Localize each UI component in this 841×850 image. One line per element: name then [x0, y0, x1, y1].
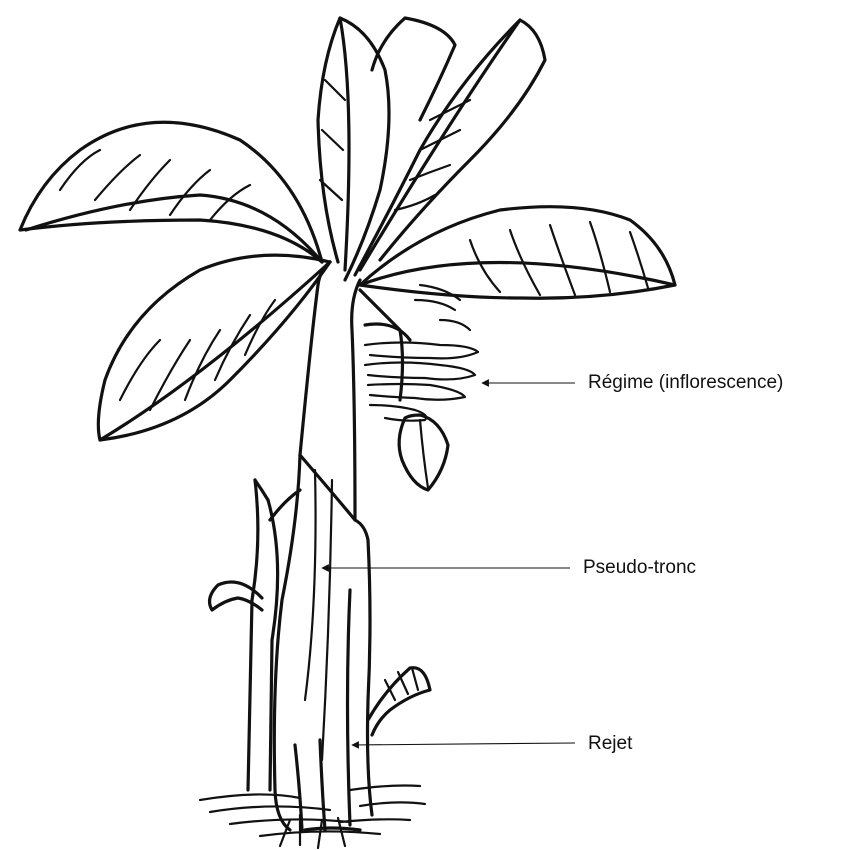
ground-grass [200, 786, 425, 849]
label-rejet: Rejet [588, 734, 632, 753]
sucker-left [210, 480, 300, 790]
label-arrows [322, 383, 575, 745]
arrow-rejet [352, 743, 575, 745]
leaf-top-centre [318, 18, 545, 280]
label-regime: Régime (inflorescence) [588, 373, 783, 392]
sucker-right [368, 668, 430, 735]
leaf-right [360, 207, 675, 299]
label-pseudo-tronc: Pseudo-tronc [583, 558, 696, 577]
banana-bunch [360, 285, 478, 490]
leaf-lower-left [98, 255, 330, 440]
leaf-upper-left [20, 122, 322, 262]
